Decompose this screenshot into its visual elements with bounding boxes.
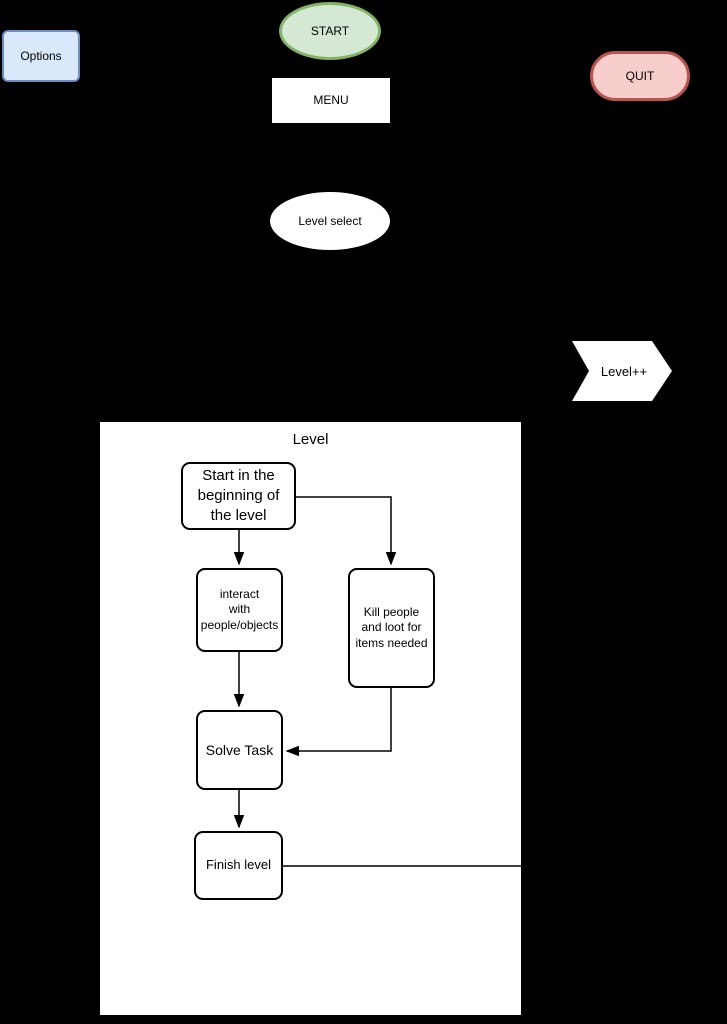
menu-node: MENU xyxy=(272,78,390,123)
start-node: START xyxy=(279,2,381,60)
options-label: Options xyxy=(20,48,62,63)
interact-label: interact with people/objects xyxy=(200,586,279,632)
kill-loot-node: Kill people and loot for items needed xyxy=(348,568,435,688)
start-in-level-label: Start in the beginning of the level xyxy=(197,466,280,525)
kill-loot-label: Kill people and loot for items needed xyxy=(355,604,428,650)
finish-level-label: Finish level xyxy=(205,857,272,873)
interact-node: interact with people/objects xyxy=(196,568,283,652)
level-container-title: Level xyxy=(292,431,329,448)
level-container: Level Start in the beginning of the leve… xyxy=(100,422,521,1015)
chevron-arrow-shape xyxy=(572,341,672,401)
solve-task-label: Solve Task xyxy=(205,741,274,758)
menu-label: MENU xyxy=(313,93,349,107)
quit-label: QUIT xyxy=(625,68,655,83)
finish-level-node: Finish level xyxy=(194,831,283,900)
level-select-node: Level select xyxy=(270,192,390,250)
quit-node: QUIT xyxy=(590,51,690,101)
solve-task-node: Solve Task xyxy=(196,710,283,790)
start-in-level-node: Start in the beginning of the level xyxy=(181,462,296,530)
level-increment-label: Level++ xyxy=(600,363,648,379)
level-select-label: Level select xyxy=(298,213,362,228)
start-label: START xyxy=(310,23,350,38)
level-increment-node: Level++ xyxy=(572,341,672,401)
options-node: Options xyxy=(2,30,80,82)
